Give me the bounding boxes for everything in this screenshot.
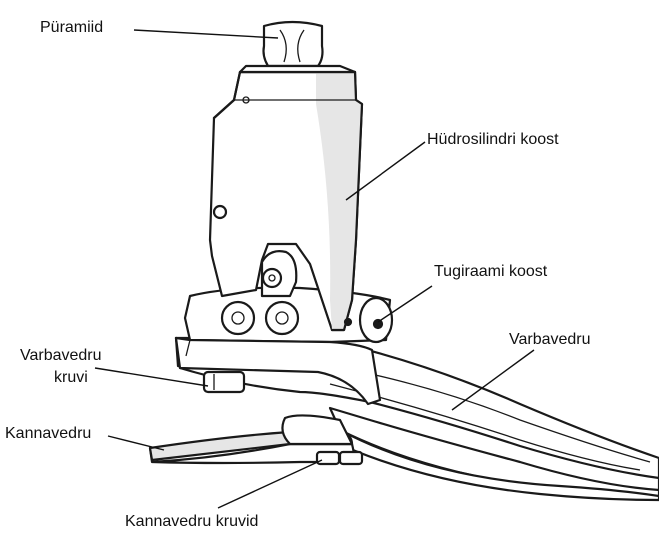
hydraulic-cylinder [210, 72, 362, 330]
label-toe-spring-screw-line2: kruvi [54, 369, 88, 386]
label-toe-spring-screw-line1: Varbavedru [20, 347, 102, 364]
label-hydraulic-cylinder: Hüdrosilindri koost [427, 131, 559, 148]
label-toe-spring: Varbavedru [509, 331, 591, 348]
pyramid-adapter [240, 22, 355, 72]
toe-spring-screw [204, 372, 244, 392]
label-heel-spring-screws: Kannavedru kruvid [125, 513, 258, 530]
label-pyramid: Püramiid [40, 19, 103, 36]
label-heel-spring: Kannavedru [5, 425, 91, 442]
label-support-frame: Tugiraami koost [434, 263, 548, 280]
heel-spring-screws [317, 452, 362, 464]
